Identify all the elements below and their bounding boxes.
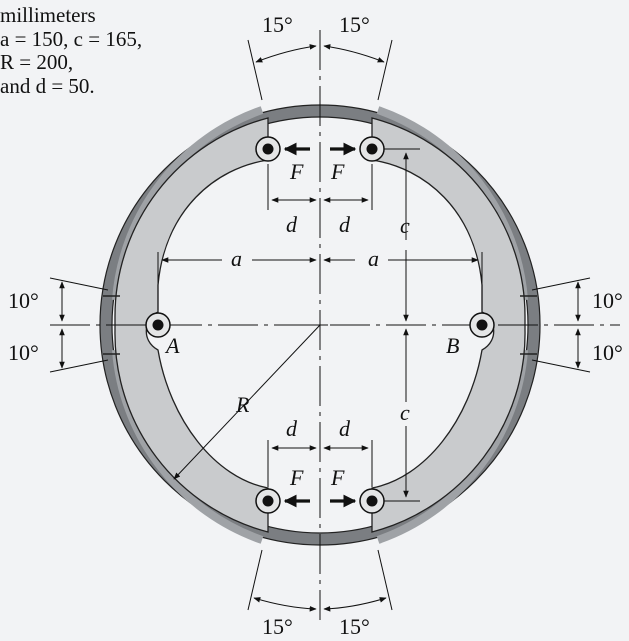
angle-10-left — [49, 277, 109, 373]
radius-line — [173, 324, 321, 480]
angle-15-bottom — [247, 549, 393, 612]
angle-label-bottom-left: 15° — [262, 614, 293, 639]
force-label-top-left: F — [289, 159, 304, 184]
pins — [145, 136, 495, 514]
angle-label-left-bottom: 10° — [8, 340, 39, 365]
shoe-gaps — [103, 295, 537, 355]
radius-label: R — [235, 392, 250, 417]
d-dimensions — [267, 164, 373, 487]
given-values: millimeters a = 150, c = 165, R = 200, a… — [0, 3, 143, 98]
a-dimensions — [157, 252, 483, 310]
given-d: and d = 50. — [0, 73, 95, 98]
force-label-bottom-left: F — [289, 465, 304, 490]
angle-label-left-top: 10° — [8, 288, 39, 313]
dim-c-bottom: c — [400, 400, 410, 425]
pin-bottom-right — [359, 488, 385, 514]
given-units: millimeters — [0, 3, 96, 27]
dim-d-bottom-right: d — [339, 416, 351, 441]
dim-d-top-right: d — [339, 212, 351, 237]
given-R: R = 200, — [0, 50, 74, 74]
angle-label-top-left: 15° — [262, 12, 293, 37]
pin-bottom-left — [255, 488, 281, 514]
dim-c-top: c — [400, 213, 410, 238]
dim-a-right: a — [368, 246, 379, 271]
pin-top-right — [359, 136, 385, 162]
pivot-b-label: B — [446, 333, 459, 358]
dim-a-left: a — [231, 246, 242, 271]
pivot-pin-b — [469, 312, 495, 338]
force-label-top-right: F — [330, 159, 345, 184]
pivot-a-label: A — [164, 333, 180, 358]
dim-d-bottom-left: d — [286, 416, 298, 441]
angle-15-top — [247, 39, 393, 101]
angle-10-right — [531, 277, 591, 373]
force-arrows — [283, 142, 357, 508]
angle-label-right-bottom: 10° — [592, 340, 623, 365]
pin-top-left — [255, 136, 281, 162]
angle-label-bottom-right: 15° — [339, 614, 370, 639]
dim-d-top-left: d — [286, 212, 298, 237]
given-a-c: a = 150, c = 165, — [0, 26, 143, 51]
c-dimensions — [384, 148, 420, 502]
angle-label-top-right: 15° — [339, 12, 370, 37]
angle-label-right-top: 10° — [592, 288, 623, 313]
pivot-pin-a — [145, 312, 171, 338]
force-label-bottom-right: F — [330, 465, 345, 490]
